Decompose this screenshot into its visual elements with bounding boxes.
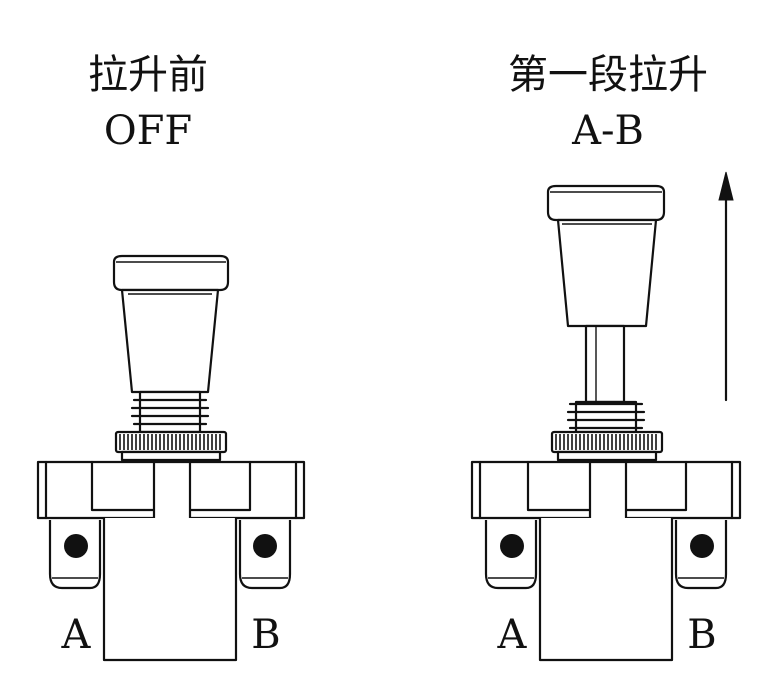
terminal-label-a: A bbox=[61, 612, 92, 658]
knob-cap bbox=[546, 184, 666, 222]
terminal-label-b: B bbox=[251, 612, 280, 658]
knob-body bbox=[556, 218, 658, 328]
switch-housing bbox=[470, 460, 742, 662]
terminal-label-b: B bbox=[687, 612, 716, 658]
terminal-a bbox=[484, 520, 538, 590]
switch-off: 拉升前 OFF bbox=[36, 52, 306, 662]
knurled-nut bbox=[550, 430, 664, 462]
terminal-b bbox=[674, 520, 728, 590]
extended-shaft bbox=[584, 324, 626, 404]
threaded-stem bbox=[566, 400, 646, 434]
state-label-a-b: A-B bbox=[571, 108, 644, 154]
terminal-b bbox=[238, 520, 292, 590]
caption-before-pull: 拉升前 bbox=[88, 52, 208, 98]
terminal-label-a: A bbox=[497, 612, 528, 658]
caption-first-stage-pull: 第一段拉升 bbox=[508, 52, 708, 98]
state-label-off: OFF bbox=[104, 108, 192, 154]
switch-a-b: 第一段拉升 A-B bbox=[470, 52, 742, 662]
threaded-stem bbox=[130, 390, 210, 434]
knurled-nut bbox=[114, 430, 228, 462]
switch-housing bbox=[36, 460, 306, 662]
knob-cap bbox=[112, 254, 230, 292]
terminal-a bbox=[48, 520, 102, 590]
knob-body bbox=[120, 288, 220, 394]
arrow-up-icon bbox=[718, 171, 734, 402]
